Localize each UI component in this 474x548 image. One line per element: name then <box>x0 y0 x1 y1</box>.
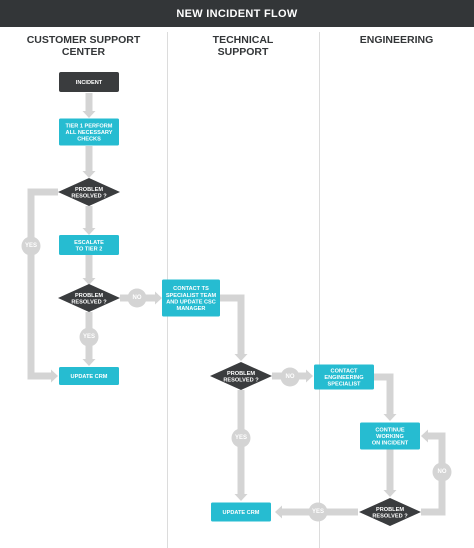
arrow-escalate-to-decision2-arrowhead <box>82 278 96 285</box>
no-badge: NO <box>432 462 452 482</box>
badge-label: YES <box>235 435 247 441</box>
arrow-decision3-no-to-contact-eng-arrowhead <box>306 369 313 383</box>
arrow-decision2-no-to-contact-ts-arrowhead <box>155 291 162 305</box>
arrow-tier1-to-decision1-arrowhead <box>82 171 96 178</box>
node-label-line: CONTACT TS <box>173 286 209 292</box>
start-shape <box>59 72 119 92</box>
decision-shape <box>210 362 272 390</box>
node-label-line: AND UPDATE CSC <box>166 299 216 305</box>
node-label-line: MANAGER <box>177 306 206 312</box>
arrow-decision4-yes-to-crm2-arrowhead <box>275 505 282 519</box>
arrow-contact-ts-to-decision3-arrowhead <box>234 354 248 361</box>
yes-badge: YES <box>21 236 41 256</box>
node-label-line: PROBLEM <box>75 187 103 193</box>
node-label-line: WORKING <box>376 434 404 440</box>
node-label-line: TO TIER 2 <box>76 246 103 252</box>
process-shape <box>59 118 119 146</box>
decision-shape <box>359 498 421 526</box>
process-shape <box>162 279 220 317</box>
arrow-tier1-to-decision1 <box>82 146 96 178</box>
arrow-decision1-to-escalate-arrowhead <box>82 228 96 235</box>
node-label-line: PROBLEM <box>75 293 103 299</box>
node-label-line: INCIDENT <box>76 80 103 86</box>
node-label-line: ALL NECESSARY <box>66 130 113 136</box>
arrow-continue-to-decision4 <box>383 449 397 497</box>
title-bar: NEW INCIDENT FLOW <box>0 0 474 27</box>
lane-divider-2 <box>319 32 320 548</box>
arrow-contact-eng-to-continue-arrowhead <box>383 414 397 421</box>
process-shape <box>211 502 271 522</box>
badge-label: NO <box>286 374 295 380</box>
node-label-line: SPECIALIST <box>328 382 362 388</box>
arrow-decision4-no-to-continue-arrowhead <box>421 429 428 443</box>
badge-label: YES <box>312 509 324 515</box>
process-shape <box>314 364 374 390</box>
yes-badge: YES <box>231 428 251 448</box>
node-label-line: UPDATE CRM <box>71 374 108 380</box>
decision-shape <box>58 178 120 206</box>
node-label-line: ESCALATE <box>74 240 104 246</box>
node-label-line: RESOLVED ? <box>372 513 408 519</box>
arrow-decision3-yes-to-crm2-arrowhead <box>234 494 248 501</box>
decision-shape <box>58 284 120 312</box>
node-label-line: RESOLVED ? <box>223 377 259 383</box>
arrow-continue-to-decision4-arrowhead <box>383 490 397 497</box>
process-shape <box>59 367 119 385</box>
node-crm1: UPDATE CRM <box>59 367 119 385</box>
arrow-decision1-yes-to-crm-arrowhead <box>51 369 58 383</box>
diagram-title: NEW INCIDENT FLOW <box>176 7 298 20</box>
badge-label: NO <box>438 469 447 475</box>
badge-label: YES <box>25 243 37 249</box>
arrow-decision2-to-crm-arrowhead <box>82 359 96 366</box>
node-label-line: ON INCIDENT <box>372 441 409 447</box>
lane-header-technical-support: TECHNICAL SUPPORT <box>212 34 274 58</box>
branch-badges: YES NO YES NO YES NO YES <box>21 236 452 522</box>
no-badge: NO <box>127 288 147 308</box>
arrow-decision1-to-escalate <box>82 206 96 235</box>
no-badge: NO <box>280 367 300 387</box>
node-label-line: PROBLEM <box>376 507 404 513</box>
arrow-decision1-yes-to-crm <box>27 188 58 383</box>
badge-label: NO <box>133 295 142 301</box>
arrow-contact-eng-to-continue <box>374 373 397 421</box>
node-label-line: CONTACT <box>331 369 359 375</box>
process-shape <box>360 422 420 450</box>
node-incident: INCIDENT <box>59 72 119 92</box>
node-label-line: CHECKS <box>77 137 101 143</box>
arrow-contact-ts-to-decision3 <box>218 294 248 361</box>
node-label-line: RESOLVED ? <box>71 299 107 305</box>
node-label-line: RESOLVED ? <box>71 193 107 199</box>
arrow-incident-to-tier1-arrowhead <box>82 111 96 118</box>
arrow-escalate-to-decision2 <box>82 255 96 285</box>
arrow-incident-to-tier1 <box>82 93 96 118</box>
process-shape <box>59 235 119 255</box>
node-label-line: PROBLEM <box>227 371 255 377</box>
yes-badge: YES <box>79 327 99 347</box>
node-label-line: SPECIALIST TEAM <box>166 293 217 299</box>
node-label-line: UPDATE CRM <box>223 510 260 516</box>
badge-label: YES <box>83 334 95 340</box>
node-crm2: UPDATE CRM <box>211 502 271 522</box>
lane-header-engineering: ENGINEERING <box>359 34 434 46</box>
node-label-line: ENGINEERING <box>324 375 363 381</box>
node-label-line: CONTINUE <box>375 428 404 434</box>
lane-header-customer-support: CUSTOMER SUPPORT CENTER <box>26 34 141 58</box>
node-label-line: TIER 1 PERFORM <box>66 124 113 130</box>
yes-badge: YES <box>308 502 328 522</box>
